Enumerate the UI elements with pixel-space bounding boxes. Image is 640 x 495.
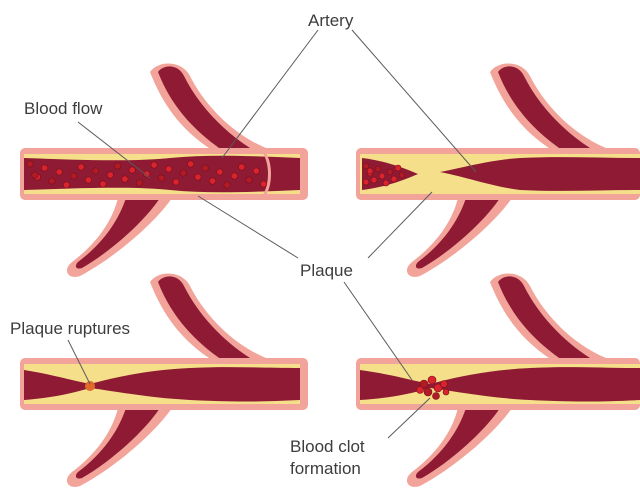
label-blood-clot-line1: Blood clot <box>290 437 365 456</box>
panel-blood-flow <box>20 63 308 276</box>
blood-cell <box>56 169 62 175</box>
blood-cell <box>41 165 47 171</box>
blood-cell <box>246 177 252 183</box>
label-blood-flow: Blood flow <box>24 99 103 118</box>
blood-cell <box>417 387 424 394</box>
blood-cell <box>391 176 397 182</box>
blood-cell <box>63 182 69 188</box>
panel-clot-formation <box>356 273 640 486</box>
blood-cell <box>78 164 84 170</box>
blood-cell <box>49 178 55 184</box>
blood-cell <box>151 162 157 168</box>
blood-cell <box>187 161 193 167</box>
leader-plaque-right <box>368 192 432 258</box>
blood-cell <box>253 168 259 174</box>
blood-cell <box>224 182 230 188</box>
blood-cell <box>367 168 373 174</box>
blood-cell <box>85 177 91 183</box>
blood-cell <box>180 170 186 176</box>
blood-cell <box>424 388 432 396</box>
blood-cell <box>71 173 77 179</box>
blood-cell <box>375 166 381 172</box>
blood-cell <box>122 176 128 182</box>
label-blood-clot-line2: formation <box>290 459 361 478</box>
blood-cell <box>136 180 142 186</box>
rupture-site <box>85 381 95 391</box>
blood-cell <box>363 179 369 185</box>
blood-cell <box>195 174 201 180</box>
panel-plaque-rupture <box>20 273 308 486</box>
leader-artery-left <box>222 30 318 158</box>
blood-cell <box>217 169 223 175</box>
blood-cell <box>379 173 385 179</box>
blood-cell <box>399 172 405 178</box>
blood-cell <box>371 177 377 183</box>
blood-cell <box>158 175 164 181</box>
blood-cell <box>395 165 401 171</box>
blood-cell <box>166 166 172 172</box>
blood-cell <box>260 181 266 187</box>
label-plaque: Plaque <box>300 261 353 280</box>
panel-plaque-buildup <box>356 63 640 276</box>
blood-cell <box>173 179 179 185</box>
blood-cell <box>129 167 135 173</box>
blood-cell <box>93 168 99 174</box>
blood-cell <box>433 393 440 400</box>
blood-cell <box>32 172 38 178</box>
blood-cell <box>114 163 120 169</box>
blood-cell <box>239 164 245 170</box>
blood-cell <box>443 389 449 395</box>
blood-cell <box>209 178 215 184</box>
blood-cell <box>231 173 237 179</box>
blood-cell <box>27 161 33 167</box>
blood-cell <box>100 181 106 187</box>
blood-cell <box>428 376 436 384</box>
label-plaque-ruptures: Plaque ruptures <box>10 319 130 338</box>
blood-cell <box>383 180 389 186</box>
label-artery: Artery <box>308 11 354 30</box>
blood-cell <box>363 163 369 169</box>
blood-cell <box>202 165 208 171</box>
blood-cell <box>441 381 448 388</box>
blood-cell <box>387 169 393 175</box>
leader-plaque-left <box>198 196 298 258</box>
blood-cell <box>107 172 113 178</box>
